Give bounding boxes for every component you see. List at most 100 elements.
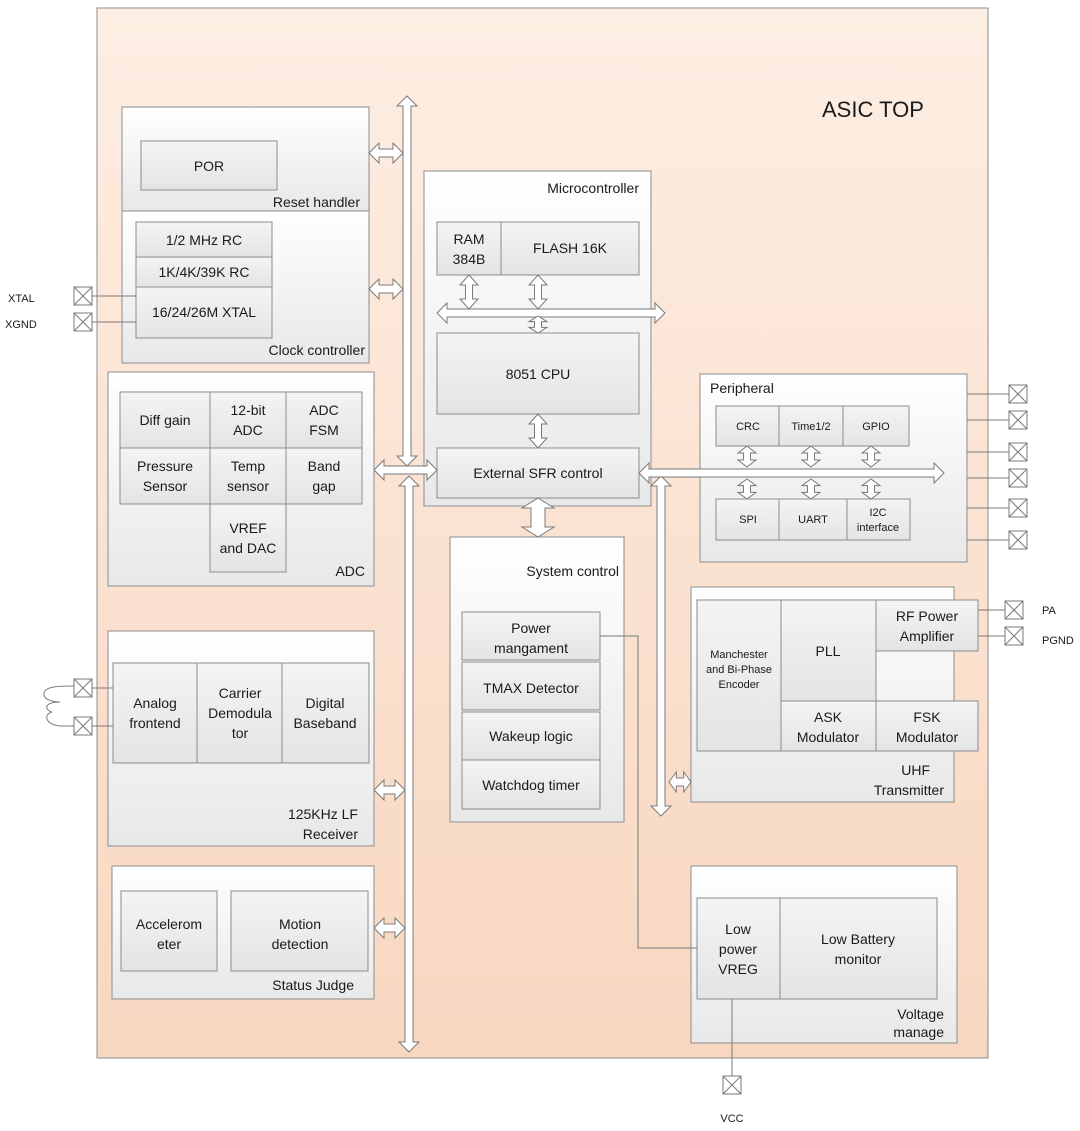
pll-label: PLL [816,643,841,659]
clock-controller-label: Clock controller [269,342,366,358]
fsk-line1: FSK [913,709,941,725]
accelerometer-cell [120,890,218,972]
ram-cell [436,221,502,276]
gpio-pin-1 [1008,384,1028,404]
i2c-line2: interface [857,522,899,534]
ram-line2: 384B [453,251,486,267]
vreg-line1: Low [725,921,752,937]
crc-label: CRC [736,421,760,433]
flash-bus-arrow [527,274,549,310]
ask-line1: ASK [814,709,843,725]
adc-pressure-line1: Pressure [137,458,193,474]
adc-temp-line1: Temp [231,458,265,474]
uart-label: UART [798,514,828,526]
lf-carrier-line3: tor [232,725,249,741]
por-label: POR [194,158,224,174]
left-bus-lower-arrow [397,475,421,1053]
sfr-cell [436,447,640,499]
tmax-detector-cell [461,661,601,711]
i2c-bus-arrow [860,478,882,500]
xtal-label: 16/24/26M XTAL [152,304,256,320]
lf-receiver-label-1: 125KHz LF [288,806,358,822]
voltage-label-1: Voltage [897,1006,944,1022]
encoder-line1: Manchester [710,649,768,661]
rc-12mhz-label: 1/2 MHz RC [166,232,242,248]
adc-cell-pressure [119,447,211,505]
xtal-pin-label: XTAL [8,293,35,305]
accelerometer-line1: Accelerom [136,916,202,932]
sfr-system-arrow [520,497,556,538]
vreg-line2: power [719,941,757,957]
encoder-line3: Encoder [719,679,760,691]
reset-handler-label: Reset handler [273,194,361,210]
fsk-line2: Modulator [896,729,959,745]
adc-cell-vref [209,503,287,573]
uhf-transmitter-block: Manchester and Bi-Phase Encoder PLL RF P… [690,586,979,803]
vreg-cell [696,897,781,1000]
sfr-label: External SFR control [473,465,602,481]
peripheral-block: Peripheral CRC Time1/2 GPIO SPI UART I2C… [699,373,968,563]
microcontroller-label: Microcontroller [547,180,639,196]
power-mgmt-line2: mangament [494,640,568,656]
adc-12bit-line2: ADC [233,422,263,438]
reset-bus-arrow [368,141,404,165]
flash-cell [500,221,640,276]
mcu-internal-bus-arrow [436,301,666,325]
adc-vref-line1: VREF [229,520,266,536]
gpio-cell [842,405,910,447]
xtal-cell [135,286,273,339]
lf-digital-line2: Baseband [293,715,356,731]
adc-cell-bandgap [285,447,363,505]
uart-bus-arrow [800,478,822,500]
lf-digital-line1: Digital [306,695,345,711]
spi-label: SPI [739,514,757,526]
status-judge-block: Accelerom eter Motion detection Status J… [111,865,375,1000]
vcc-pin-label: VCC [720,1113,743,1125]
i2c-cell [846,498,911,541]
xtal-pin [73,286,93,306]
pins [73,286,1028,1095]
system-control-label: System control [526,563,619,579]
adc-label: ADC [335,563,365,579]
uhf-label-1: UHF [901,762,930,778]
adc-cell-fsm [285,391,363,449]
lf-analog-line2: frontend [129,715,180,731]
voltage-manage-block: Low power VREG Low Battery monitor Volta… [690,865,958,1044]
clock-bus-arrow [368,277,404,301]
watchdog-label: Watchdog timer [482,777,580,793]
cpu-label: 8051 CPU [506,366,571,382]
cpu-cell [436,332,640,415]
adc-cell-temp [209,447,287,505]
adc-diff-gain-label: Diff gain [139,412,190,428]
rc-khz-cell [135,256,273,288]
reset-handler-block: POR Reset handler [121,106,370,212]
lf-carrier-line2: Demodula [208,705,272,721]
crc-bus-arrow [736,445,758,468]
gpio-pin-6 [1008,530,1028,550]
status-judge-label: Status Judge [272,977,354,993]
vreg-line3: VREG [718,961,758,977]
power-vreg-wire [600,635,697,949]
accelerometer-line2: eter [157,936,181,952]
i2c-line1: I2C [869,507,886,519]
ram-bus-arrow [458,274,480,310]
xgnd-pin-label: XGND [5,319,37,331]
lf-coil [43,685,75,727]
por-cell [140,140,278,191]
gpio-pin-4 [1008,468,1028,488]
ram-line1: RAM [453,231,484,247]
timer-label: Time1/2 [791,421,830,433]
lf-receiver-block: Analog frontend Carrier Demodula tor Dig… [107,630,375,847]
encoder-line2: and Bi-Phase [706,664,772,676]
uhf-label-2: Transmitter [874,782,945,798]
voltage-label-2: manage [893,1024,944,1040]
power-mgmt-line1: Power [511,620,551,636]
rc-khz-label: 1K/4K/39K RC [158,264,249,280]
xgnd-pin [73,312,93,332]
watchdog-timer-cell [461,759,601,810]
spi-cell [715,498,780,541]
uart-cell [778,498,848,541]
clock-controller-block: 1/2 MHz RC 1K/4K/39K RC 16/24/26M XTAL C… [121,210,370,364]
lf-bus-arrow [373,778,406,802]
